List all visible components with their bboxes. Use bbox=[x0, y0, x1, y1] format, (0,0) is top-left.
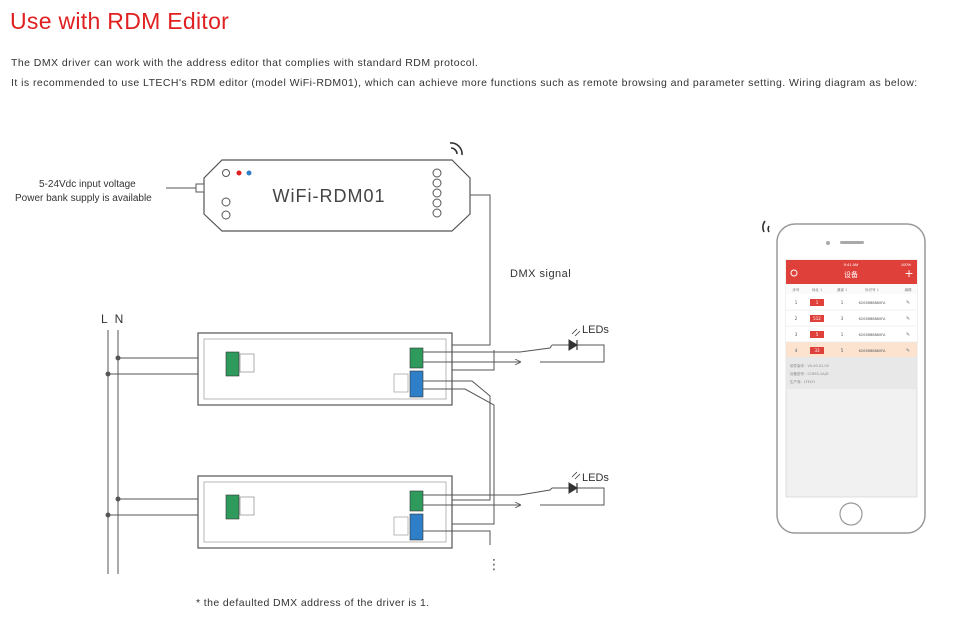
device-info-panel: 软件版本：V0.00.01.00 设备型号：LT-895-2A/D 生产商：LTEC… bbox=[790, 363, 829, 384]
edit-icon: ✎ bbox=[906, 332, 910, 338]
device-list-table: 序号 地址 1 通道 1 标识号 1 编辑 1 1 1 6205BB8860FA ✎ 2 512 3 62… bbox=[793, 287, 913, 354]
led-output-wires-2 bbox=[423, 487, 605, 505]
table-header-cell: 通道 1 bbox=[837, 287, 847, 292]
phone-status-battery: 100% bbox=[901, 262, 912, 267]
edit-icon: ✎ bbox=[906, 348, 910, 354]
address-badge bbox=[810, 331, 824, 338]
intro-paragraph-1: The DMX driver can work with the address… bbox=[11, 57, 479, 69]
wifi-rdm01-unit bbox=[203, 142, 471, 232]
address-badge bbox=[810, 299, 824, 306]
led-output-wires-1 bbox=[423, 344, 605, 362]
power-lines-label: L N bbox=[101, 312, 126, 326]
rdm-model-label: WiFi-RDM01 bbox=[273, 186, 386, 206]
dmx-driver-2 bbox=[197, 475, 453, 549]
wifi-signal-icon bbox=[449, 142, 463, 156]
table-cell-id: 6205BB8860FA bbox=[859, 349, 886, 353]
table-cell-index: 1 bbox=[795, 300, 798, 305]
device-info-line: 设备型号：LT-895-2A/D bbox=[790, 371, 829, 376]
address-badge bbox=[810, 347, 824, 354]
dmx-driver-1 bbox=[197, 332, 453, 406]
table-cell-channel: 5 bbox=[841, 348, 844, 353]
input-voltage-label: 5-24Vdc input voltage bbox=[39, 179, 136, 190]
table-header-cell: 序号 bbox=[793, 287, 801, 292]
table-cell-address: 5 bbox=[816, 332, 819, 337]
table-cell-channel: 1 bbox=[841, 300, 844, 305]
table-header-cell: 标识号 1 bbox=[865, 287, 879, 292]
leds-label-2: LEDs bbox=[582, 472, 609, 484]
leds-label-1: LEDs bbox=[582, 324, 609, 336]
status-led-red-icon bbox=[236, 170, 242, 176]
led-diode-icon bbox=[568, 328, 581, 351]
rdm-terminal-screws bbox=[432, 168, 442, 218]
table-header-cell: 地址 1 bbox=[812, 287, 822, 292]
page-title: Use with RDM Editor bbox=[10, 8, 230, 34]
input-connector bbox=[166, 183, 205, 193]
power-bank-label: Power bank supply is available bbox=[15, 193, 152, 204]
edit-icon: ✎ bbox=[906, 316, 910, 322]
phone-status-time: 9:41 AM bbox=[844, 262, 859, 267]
table-header-cell: 编辑 bbox=[905, 287, 913, 292]
table-cell-address: 33 bbox=[814, 348, 820, 353]
table-cell-channel: 3 bbox=[841, 316, 844, 321]
wifi-signal-icon bbox=[762, 220, 770, 233]
settings-gear-icon bbox=[790, 269, 798, 277]
table-cell-index: 3 bbox=[795, 332, 798, 337]
intro-paragraph-2: It is recommended to use LTECH's RDM edi… bbox=[11, 77, 918, 89]
edit-icon: ✎ bbox=[906, 300, 910, 306]
table-cell-index: 4 bbox=[795, 348, 798, 353]
power-led-icon bbox=[222, 169, 230, 177]
footnote: * the defaulted DMX address of the drive… bbox=[196, 597, 430, 609]
device-info-line: 生产商：LTECH bbox=[790, 379, 815, 384]
table-cell-id: 6205BB8860FA bbox=[859, 317, 886, 321]
add-icon: + bbox=[904, 267, 913, 280]
device-info-line: 软件版本：V0.00.01.00 bbox=[790, 363, 829, 368]
dmx-signal-label: DMX signal bbox=[510, 268, 572, 280]
table-cell-id: 6205BB8860FA bbox=[859, 333, 886, 337]
phone-app-title: 设备 bbox=[844, 270, 858, 279]
continuation-dots: ⋮ bbox=[487, 556, 501, 572]
mains-power-lines bbox=[105, 330, 228, 574]
smartphone: + bbox=[762, 220, 926, 534]
table-cell-channel: 1 bbox=[841, 332, 844, 337]
address-badge bbox=[810, 315, 824, 322]
status-led-blue-icon bbox=[246, 170, 252, 176]
table-cell-address: 1 bbox=[816, 300, 819, 305]
led-diode-icon bbox=[568, 471, 581, 494]
table-cell-address: 512 bbox=[813, 316, 821, 321]
table-cell-index: 2 bbox=[795, 316, 798, 321]
table-cell-id: 6205BB8860FA bbox=[859, 301, 886, 305]
